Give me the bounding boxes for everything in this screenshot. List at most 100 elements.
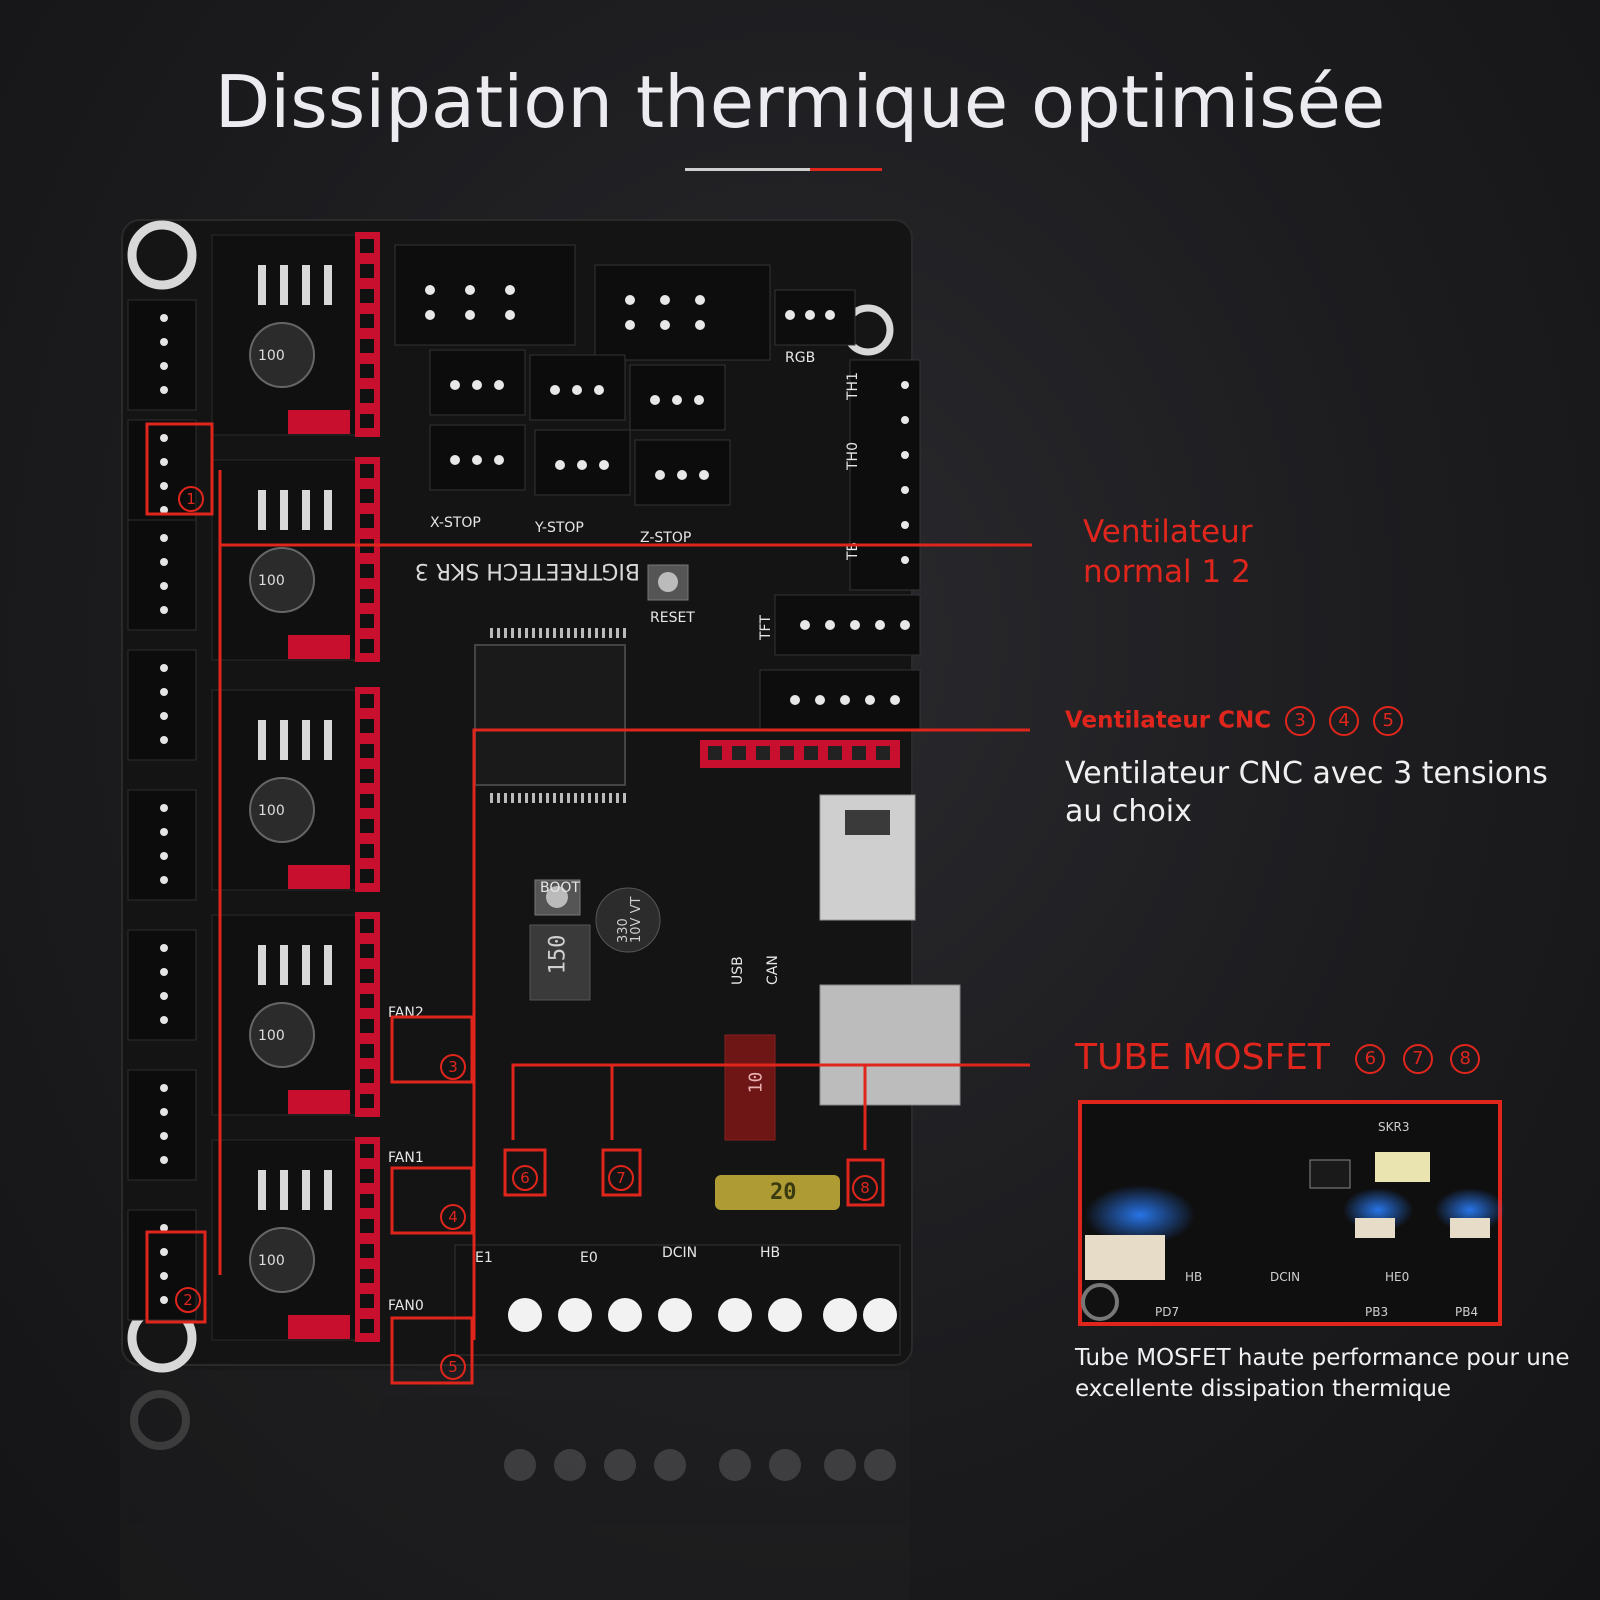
jumper-pin bbox=[302, 720, 310, 760]
fan-cnc-label: Ventilateur CNC bbox=[1065, 707, 1272, 734]
mosfet-num-8: 8 bbox=[1450, 1044, 1481, 1074]
pin-dot bbox=[901, 451, 909, 459]
exp2-connector bbox=[594, 264, 771, 361]
header-pin bbox=[360, 614, 374, 628]
mcu-pin bbox=[497, 628, 500, 638]
mcu-pin bbox=[602, 793, 605, 803]
pin-dot bbox=[425, 285, 435, 295]
pin-dot bbox=[555, 460, 565, 470]
pin-dot bbox=[160, 434, 168, 442]
fan-cnc-num-3: 3 bbox=[1285, 706, 1316, 736]
exp1-connector bbox=[394, 244, 576, 346]
capacitor-label: 100 bbox=[258, 1028, 285, 1044]
pin-dot bbox=[901, 556, 909, 564]
pin-dot bbox=[800, 620, 810, 630]
mosfet-chip bbox=[1450, 1218, 1490, 1238]
pin-dot bbox=[160, 804, 168, 812]
capacitor bbox=[249, 322, 315, 388]
main-fuse-label: 20 bbox=[770, 1180, 797, 1205]
mcu-pin bbox=[560, 628, 563, 638]
mcu-pin bbox=[623, 793, 626, 803]
header-pin bbox=[360, 869, 374, 883]
left-connectors bbox=[127, 299, 197, 1321]
heat-glow-icon bbox=[1085, 1185, 1195, 1245]
header-pin bbox=[360, 289, 374, 303]
pin-dot bbox=[160, 338, 168, 346]
capacitor-label: 100 bbox=[258, 1253, 285, 1269]
header-pin bbox=[360, 389, 374, 403]
header-pin bbox=[360, 1294, 374, 1308]
mosfet-callout: TUBE MOSFET 6 7 8 bbox=[1075, 1037, 1481, 1078]
mcu-pin bbox=[581, 793, 584, 803]
pin-dot bbox=[160, 314, 168, 322]
header-pin bbox=[360, 1269, 374, 1283]
header-pin bbox=[360, 339, 374, 353]
header-pin bbox=[360, 1219, 374, 1233]
mosfet-chip bbox=[1355, 1218, 1395, 1238]
inset-label-pb4: PB4 bbox=[1455, 1305, 1479, 1319]
header-pin bbox=[360, 364, 374, 378]
mcu-pin bbox=[539, 628, 542, 638]
pin-dot bbox=[160, 1296, 168, 1304]
jumper-pin bbox=[258, 1170, 266, 1210]
mcu-pin bbox=[595, 628, 598, 638]
pin-dot bbox=[160, 362, 168, 370]
pin-dot bbox=[160, 558, 168, 566]
marker-8: 8 bbox=[852, 1175, 878, 1201]
header-pin bbox=[360, 919, 374, 933]
endstop-connectors bbox=[429, 349, 731, 506]
mcu-pin bbox=[511, 628, 514, 638]
pin-dot bbox=[825, 620, 835, 630]
header-pin bbox=[876, 746, 890, 760]
connector-label-dcin: DCIN bbox=[662, 1245, 698, 1261]
jumper-block bbox=[288, 1090, 350, 1114]
jumper-pin bbox=[280, 720, 288, 760]
mosfet-description: Tube MOSFET haute performance pour une e… bbox=[1075, 1345, 1570, 1402]
mcu-pin bbox=[504, 793, 507, 803]
header-pin bbox=[360, 694, 374, 708]
pin-dot bbox=[900, 620, 910, 630]
jumper-pin bbox=[280, 265, 288, 305]
mcu-chip bbox=[474, 644, 626, 786]
usb-port bbox=[819, 984, 961, 1106]
jumper-pin bbox=[258, 265, 266, 305]
terminal-screw bbox=[608, 1298, 642, 1332]
mcu-pin bbox=[560, 793, 563, 803]
header-pin bbox=[756, 746, 770, 760]
pin-dot bbox=[160, 712, 168, 720]
mcu-pin bbox=[553, 628, 556, 638]
pin-dot bbox=[160, 876, 168, 884]
connector-label-fan0: FAN0 bbox=[388, 1298, 424, 1314]
pin-dot bbox=[160, 582, 168, 590]
pin-dot bbox=[901, 486, 909, 494]
connector-label-reset: RESET bbox=[650, 610, 695, 626]
pin-dot bbox=[890, 695, 900, 705]
pin-dot bbox=[840, 695, 850, 705]
pin-dot bbox=[160, 482, 168, 490]
fan-normal-num-1: 1 bbox=[1201, 554, 1222, 590]
mosfet-label: TUBE MOSFET bbox=[1075, 1037, 1330, 1078]
header-pin bbox=[360, 794, 374, 808]
header-pin bbox=[360, 564, 374, 578]
pin-dot bbox=[160, 944, 168, 952]
mcu-pin bbox=[602, 628, 605, 638]
jumper-pin bbox=[258, 945, 266, 985]
pin-dot bbox=[465, 310, 475, 320]
thermistor-connectors bbox=[849, 359, 921, 591]
pin-dot bbox=[160, 1224, 168, 1232]
header-pin bbox=[360, 994, 374, 1008]
pin-dot bbox=[672, 395, 682, 405]
mcu-pin bbox=[490, 793, 493, 803]
main-fuse bbox=[715, 1175, 840, 1210]
pin-dot bbox=[160, 852, 168, 860]
header-pin bbox=[360, 719, 374, 733]
pin-dot bbox=[805, 310, 815, 320]
header-pin bbox=[360, 414, 374, 428]
pin-dot bbox=[815, 695, 825, 705]
jumper-pin bbox=[280, 945, 288, 985]
pin-dot bbox=[450, 455, 460, 465]
jumper-block bbox=[288, 635, 350, 659]
pin-dot bbox=[577, 460, 587, 470]
